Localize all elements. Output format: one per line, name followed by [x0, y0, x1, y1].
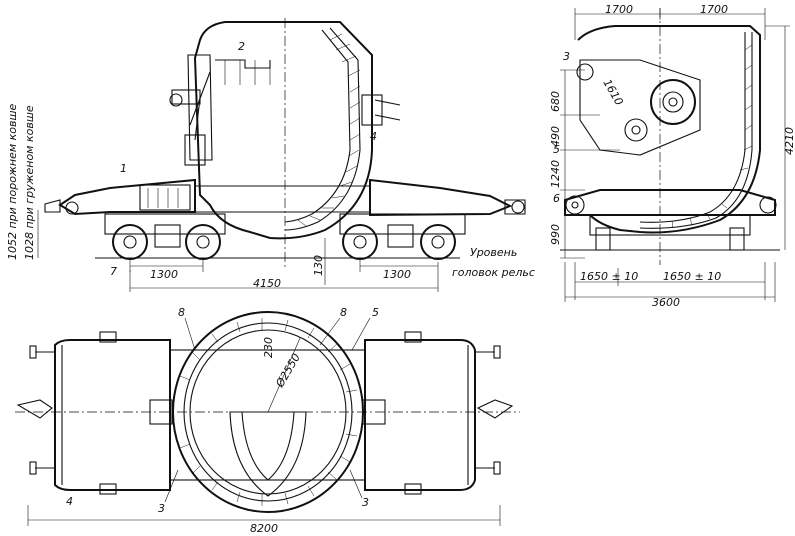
side-dim-bogie-centers: 4150 [253, 277, 281, 290]
rim-detail [215, 59, 271, 69]
plan-dim-diameter: Ø2550 [273, 351, 303, 390]
lining-hatch [297, 33, 361, 227]
end-part-label-5: 5 [553, 143, 560, 156]
ladle-lining-inner [284, 29, 351, 223]
side-dim-wheelbase-left: 1300 [150, 268, 178, 281]
rail-level-label-line1: Уровень [470, 246, 517, 259]
side-part-label-7: 7 [110, 265, 117, 278]
end-dim-top-left: 1700 [605, 3, 633, 16]
plan-body-right [364, 339, 476, 491]
plan-part-label-5: 5 [372, 306, 379, 319]
side-note-empty: 1052 при порожнем ковше [6, 103, 19, 260]
end-dim-680: 680 [549, 91, 562, 112]
end-part-label-6: 6 [553, 192, 560, 205]
end-dim-height: 4210 [783, 127, 795, 155]
end-ladle-shell [577, 25, 761, 234]
plan-center-frame [169, 349, 366, 481]
wheel [185, 224, 221, 260]
coupler-right [504, 199, 526, 215]
trunnion-bracket [361, 94, 383, 126]
coupler-left [44, 199, 61, 213]
plan-coupler-right [476, 399, 514, 419]
plan-part-label-3-left: 3 [158, 502, 165, 515]
end-dim-bottom-left: 1650 ± 10 [580, 270, 638, 283]
side-part-label-1: 1 [120, 162, 127, 175]
plan-part-label-8-left: 8 [178, 306, 185, 319]
trunnion-gear [650, 79, 696, 125]
ladle-frame-left [187, 54, 213, 161]
end-dim-990: 990 [549, 224, 562, 245]
plan-dim-overall-length: 8200 [250, 522, 278, 535]
bogie-left [104, 213, 226, 260]
end-dim-overall-width: 3600 [652, 296, 680, 309]
pinion [624, 118, 648, 142]
plan-ladle-lining [183, 322, 353, 502]
end-frame [564, 189, 776, 216]
end-dim-bottom-right: 1650 ± 10 [663, 270, 721, 283]
side-dim-wheelbase-right: 1300 [383, 268, 411, 281]
wheel [112, 224, 148, 260]
plan-spout [229, 411, 307, 497]
plan-part-label-8-right: 8 [340, 306, 347, 319]
beam-box [139, 184, 191, 211]
end-part-label-3: 3 [563, 50, 570, 63]
plan-view [15, 311, 520, 526]
plan-dim-230: 230 [262, 337, 275, 358]
rail-level-label-line2: головок рельс [452, 266, 535, 279]
plan-lining-hatch [179, 318, 358, 506]
side-note-loaded: 1028 при груженом ковше [23, 105, 36, 260]
ladle-lining [284, 27, 361, 231]
side-part-label-2: 2 [238, 40, 245, 53]
car-beam-left [58, 178, 196, 216]
end-dim-490: 490 [549, 126, 562, 147]
end-dim-top-right: 1700 [700, 3, 728, 16]
side-dim-clearance: 130 [312, 255, 325, 276]
bogie-right [339, 213, 466, 260]
wheel [420, 224, 456, 260]
ladle-shell [193, 21, 373, 240]
plan-coupler-left [16, 399, 53, 419]
end-lining-hatch [671, 44, 753, 229]
side-part-label-4: 4 [370, 130, 377, 143]
car-beam-right [369, 178, 513, 217]
end-view [560, 8, 790, 302]
plan-part-label-4: 4 [66, 495, 73, 508]
end-dim-1240: 1240 [549, 160, 562, 188]
end-dim-angled: 1610 [600, 77, 625, 108]
side-view [37, 18, 526, 292]
plan-part-label-3-right: 3 [362, 496, 369, 509]
wheel [342, 224, 378, 260]
plan-body-left [54, 339, 171, 491]
drive-housing [579, 59, 701, 156]
